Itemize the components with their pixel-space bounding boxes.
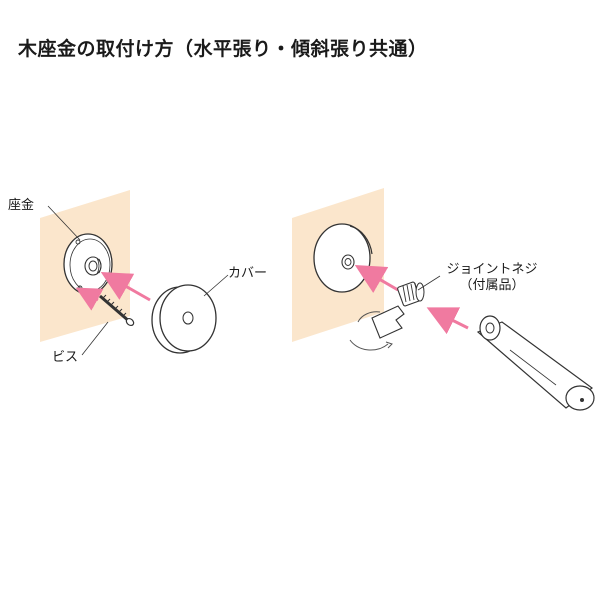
cover-disc [151, 284, 217, 354]
leader-zagane [47, 205, 81, 241]
label-cover: カバー [228, 266, 268, 281]
label-joint-line1: ジョイントネジ [446, 262, 538, 277]
leader-joint [417, 275, 441, 291]
label-bisu: ビス [52, 350, 79, 365]
wrench [349, 305, 405, 351]
zagane-washer [63, 233, 113, 295]
hex-key-tool [476, 315, 595, 411]
page-title: 木座金の取付け方（水平張り・傾斜張り共通） [18, 38, 428, 60]
leader-cover [203, 274, 229, 297]
arrow-cover-to-washer [100, 272, 151, 302]
label-zagane: 座金 [8, 198, 35, 213]
label-joint-line2: （付属品） [459, 277, 525, 293]
label-joint-screw: ジョイントネジ （付属品） [428, 262, 556, 293]
leader-bisu [81, 321, 109, 356]
joint-screw [397, 281, 425, 307]
arrow-screw-to-washer [75, 287, 104, 311]
arrow-key-to-joint [426, 307, 469, 335]
arrow-joint-to-washer [354, 264, 399, 294]
